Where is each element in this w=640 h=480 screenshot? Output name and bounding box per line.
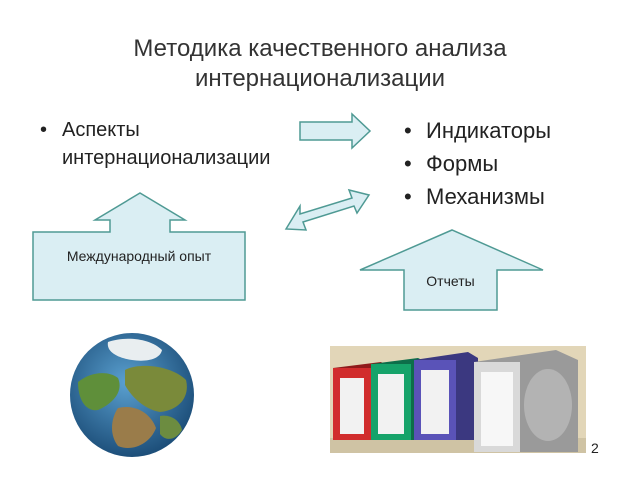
reports-label: Отчеты <box>426 273 475 289</box>
right-arrow-icon <box>299 112 372 150</box>
bullet-indicators: Индикаторы <box>404 114 551 147</box>
indicators-list: Индикаторы Формы Механизмы <box>404 114 551 213</box>
archive-boxes-icon <box>330 346 586 453</box>
reports-arrow <box>359 229 544 311</box>
globe-icon <box>67 330 198 461</box>
bullet-aspects: Аспекты интернационализации <box>40 116 300 172</box>
bullet-mechanisms: Механизмы <box>404 180 551 213</box>
intl-experience-label: Международный опыт <box>66 248 212 264</box>
double-arrow-icon <box>284 188 371 231</box>
bullet-forms: Формы <box>404 147 551 180</box>
slide-title: Методика качественного анализа интернаци… <box>133 35 507 92</box>
page-number: 2 <box>591 440 599 456</box>
intl-experience-arrow <box>32 192 246 301</box>
aspects-list: Аспекты интернационализации <box>40 116 300 172</box>
